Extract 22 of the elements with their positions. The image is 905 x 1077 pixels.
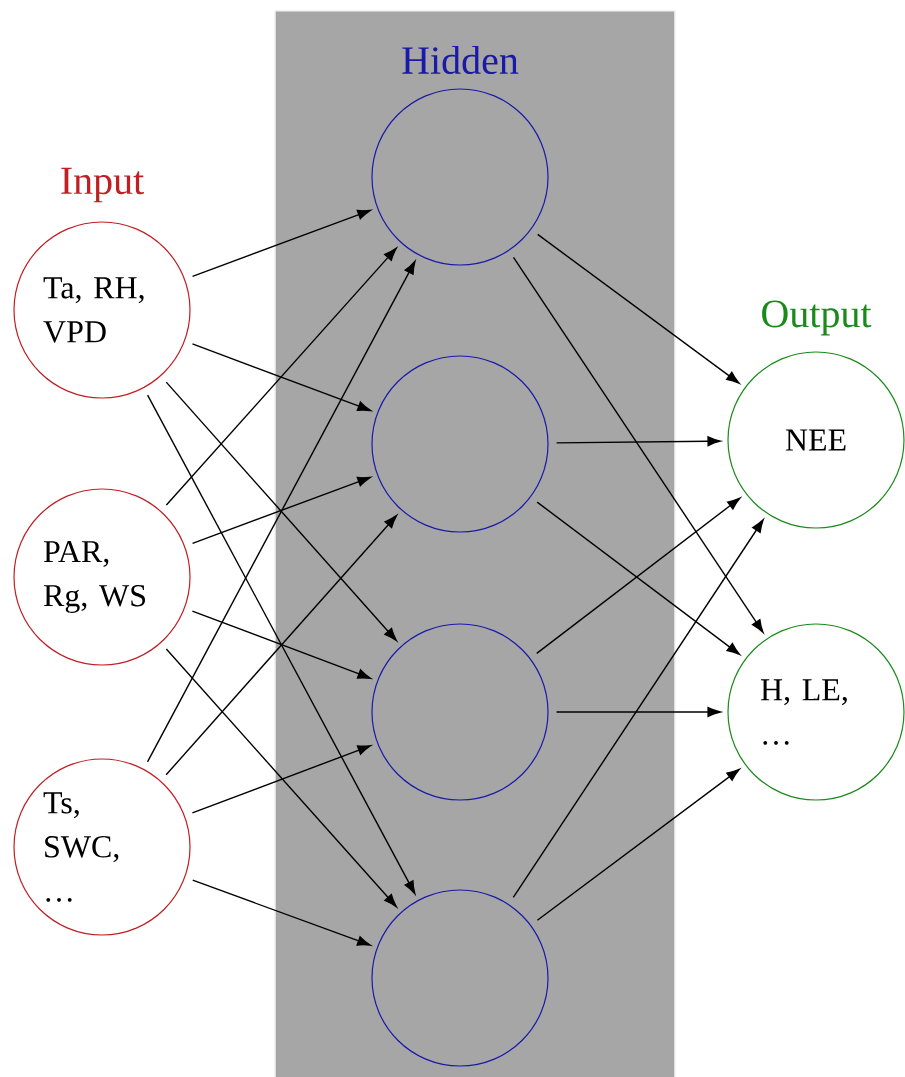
arrow — [165, 247, 397, 506]
neuron-circle — [371, 355, 549, 533]
arrow — [536, 768, 740, 921]
arrow — [191, 343, 372, 412]
arrow — [555, 706, 721, 718]
arrow — [191, 209, 371, 278]
arrow — [191, 610, 372, 679]
arrow — [537, 233, 740, 384]
arrow — [192, 879, 371, 946]
arrow — [146, 394, 416, 895]
neuron-circle — [371, 623, 549, 801]
arrow — [512, 519, 764, 899]
arrow — [512, 256, 764, 633]
arrow — [191, 476, 371, 545]
neuron-circle — [371, 889, 549, 1067]
arrow — [165, 648, 397, 908]
arrow — [191, 745, 372, 814]
arrow — [165, 381, 398, 642]
arrow — [555, 436, 721, 447]
neuron-circle — [371, 88, 549, 266]
arrow — [165, 514, 398, 776]
arrow — [146, 260, 416, 763]
